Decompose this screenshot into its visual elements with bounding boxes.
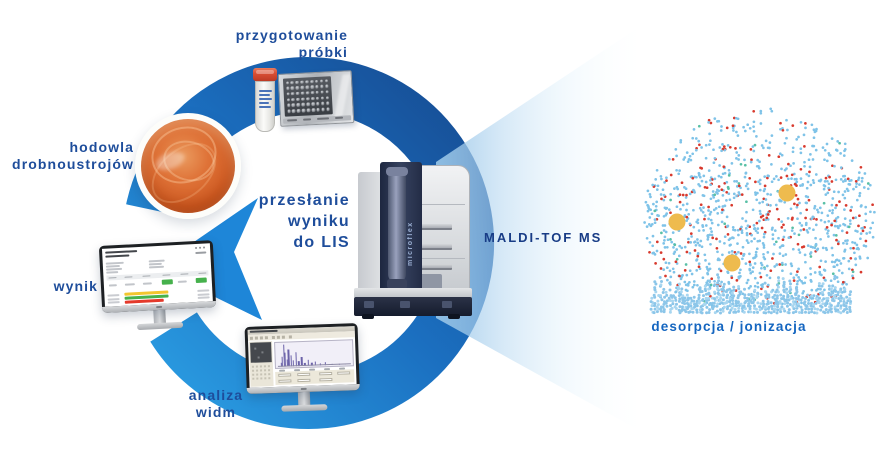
label-line: hodowla [69, 139, 134, 155]
result-monitor [98, 240, 217, 332]
particle-field [643, 107, 876, 315]
plate-highlight [333, 74, 351, 122]
label-line: analiza [188, 387, 244, 403]
label-culture: hodowla drobnoustrojów [12, 139, 134, 173]
monitor-bezel [98, 240, 217, 313]
label-sample-prep: przygotowanie próbki [236, 27, 348, 61]
target-plate-wells [282, 76, 333, 117]
sample-tube-image [252, 68, 278, 134]
instrument-column [386, 167, 408, 289]
monitor-base [280, 404, 327, 412]
monitor-bezel [244, 323, 360, 394]
instrument-base [354, 288, 472, 298]
label-result: wynik [53, 278, 98, 294]
label-line: wyniku [287, 213, 350, 230]
label-line: przesłanie [258, 192, 350, 209]
instrument-module [416, 274, 442, 292]
result-table-header [106, 270, 209, 281]
spectrum-plot [274, 339, 354, 369]
label-desorption-ionization: desorpcja / jonizacja [651, 319, 807, 334]
result-screen [101, 243, 213, 307]
label-spectra-analysis: analiza widm [168, 387, 264, 421]
plate-label-strip [283, 115, 352, 124]
label-line: próbki [298, 44, 348, 60]
label-line: przygotowanie [235, 27, 348, 43]
instrument-tray [418, 264, 452, 270]
tube-body [255, 81, 275, 132]
label-line: drobnoustrojów [12, 156, 134, 172]
status-cell-green [161, 279, 173, 285]
label-line: widm [195, 404, 237, 420]
label-line: do LIS [293, 234, 350, 251]
parameter-panel [275, 369, 355, 385]
target-plate-image [277, 70, 355, 127]
status-cell-green [195, 277, 207, 284]
monitor-base [136, 321, 184, 331]
instrument-tray [418, 244, 452, 250]
label-maldi-tof-ms: MALDI-TOF MS [484, 230, 603, 245]
target-view-panel [249, 341, 274, 387]
label-send-to-lis: przesłanie wyniku do LIS [259, 190, 350, 253]
spectrum-screen [247, 326, 357, 388]
petri-dish-image [135, 113, 241, 219]
instrument-tray [418, 224, 452, 230]
vendor-logo [194, 246, 207, 254]
maldi-instrument-image: microflex [354, 162, 472, 320]
instrument-brand-text: microflex [407, 221, 414, 266]
instrument-base-front [354, 297, 472, 319]
tube-cap [253, 68, 277, 81]
target-photo-thumbnail [250, 342, 272, 363]
